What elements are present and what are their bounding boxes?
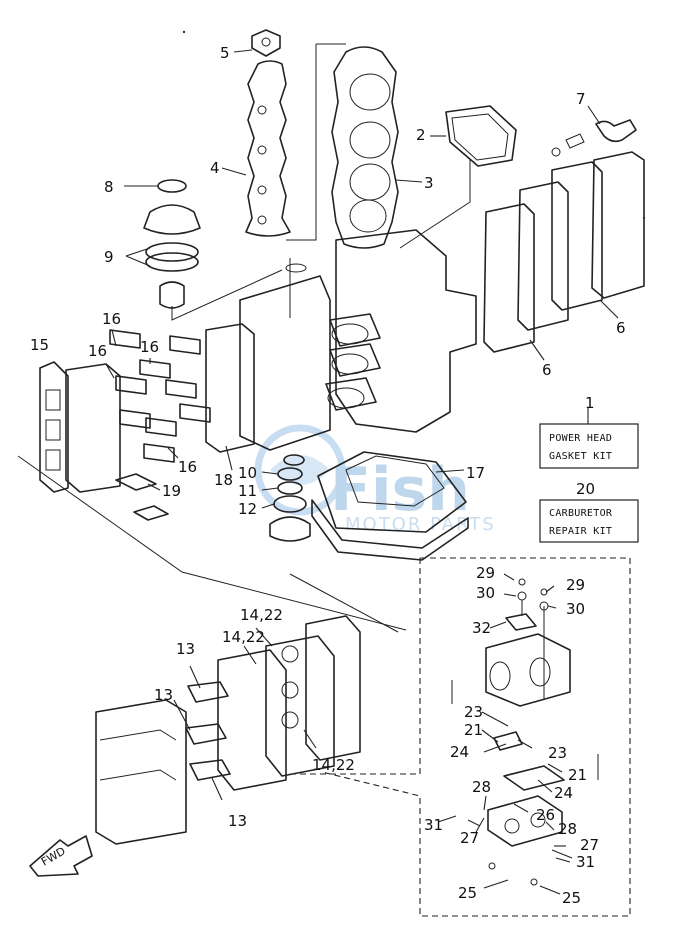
callout-9: 9 (104, 248, 114, 266)
part-gasket-4 (221, 60, 291, 237)
carburetor-region (290, 557, 631, 917)
power-head-kit-line1: POWER HEAD (549, 433, 612, 444)
callout-31a: 31 (424, 816, 443, 834)
callout-28a: 28 (472, 778, 491, 796)
callout-25a: 25 (458, 884, 477, 902)
callout-24a: 24 (450, 743, 469, 761)
callout-25b: 25 (562, 889, 581, 907)
callout-27b: 27 (580, 836, 599, 854)
callout-13a: 13 (176, 640, 195, 658)
callout-13b: 13 (154, 686, 173, 704)
fwd-arrow-icon: FWD (29, 835, 93, 877)
part-fitting-7 (551, 105, 637, 157)
carburetor-kit-line2: REPAIR KIT (549, 526, 612, 537)
callout-5: 5 (220, 44, 230, 62)
callout-23b: 23 (548, 744, 567, 762)
part-head-gasket-3 (286, 43, 423, 249)
engine-block (239, 229, 477, 451)
callout-14-22a: 14,22 (240, 606, 283, 624)
callout-20: 20 (576, 480, 595, 498)
part-cover-gasket-2 (399, 105, 517, 249)
callout-16c: 16 (140, 338, 159, 356)
callout-23a: 23 (464, 703, 483, 721)
callout-24b: 24 (554, 784, 573, 802)
kit-box-power-head: POWER HEAD GASKET KIT (539, 408, 639, 469)
callout-3: 3 (424, 174, 434, 192)
callout-16a: 16 (102, 310, 121, 328)
callout-7: 7 (576, 90, 586, 108)
power-head-kit-line2: GASKET KIT (549, 451, 612, 462)
carburetor-kit-line1: CARBURETOR (549, 508, 613, 519)
part-base-gasket-17 (311, 451, 469, 561)
callout-13c: 13 (228, 812, 247, 830)
scan-dot (182, 30, 186, 34)
part-gaskets-15-16-18-19 (17, 323, 407, 631)
callout-16d: 16 (178, 458, 197, 476)
callout-21a: 21 (464, 721, 483, 739)
callout-11: 11 (238, 482, 257, 500)
part-cover-6 (483, 151, 645, 361)
callout-29a: 29 (476, 564, 495, 582)
callout-14-22c: 14,22 (312, 756, 355, 774)
callout-12: 12 (238, 500, 257, 518)
callout-6a: 6 (616, 319, 626, 337)
part-cap-5 (233, 29, 281, 57)
callout-19: 19 (162, 482, 181, 500)
callout-14-22b: 14,22 (222, 628, 265, 646)
callout-17: 17 (466, 464, 485, 482)
part-gaskets-13-14-22 (95, 573, 399, 845)
callout-6b: 6 (542, 361, 552, 379)
callout-31b: 31 (576, 853, 595, 871)
callout-18: 18 (214, 471, 233, 489)
callout-32: 32 (472, 619, 491, 637)
callout-29b: 29 (566, 576, 585, 594)
callout-1: 1 (585, 394, 595, 412)
callout-16b: 16 (88, 342, 107, 360)
fwd-label: FWD (39, 844, 68, 868)
scan-dot (642, 216, 646, 220)
callout-4: 4 (210, 159, 220, 177)
callout-21b: 21 (568, 766, 587, 784)
callout-labels: 1 2 3 4 5 6 6 7 8 9 10 11 12 13 13 13 14… (30, 44, 626, 907)
callout-10: 10 (238, 464, 257, 482)
callout-2: 2 (416, 126, 426, 144)
kit-box-carburetor: CARBURETOR REPAIR KIT (539, 499, 639, 543)
callout-30b: 30 (566, 600, 585, 618)
callout-8: 8 (104, 178, 114, 196)
callout-26: 26 (536, 806, 555, 824)
callout-30a: 30 (476, 584, 495, 602)
part-seal-8-9 (124, 179, 283, 321)
callout-27a: 27 (460, 829, 479, 847)
callout-28b: 28 (558, 820, 577, 838)
part-seals-10-12 (261, 454, 311, 542)
callout-15: 15 (30, 336, 49, 354)
